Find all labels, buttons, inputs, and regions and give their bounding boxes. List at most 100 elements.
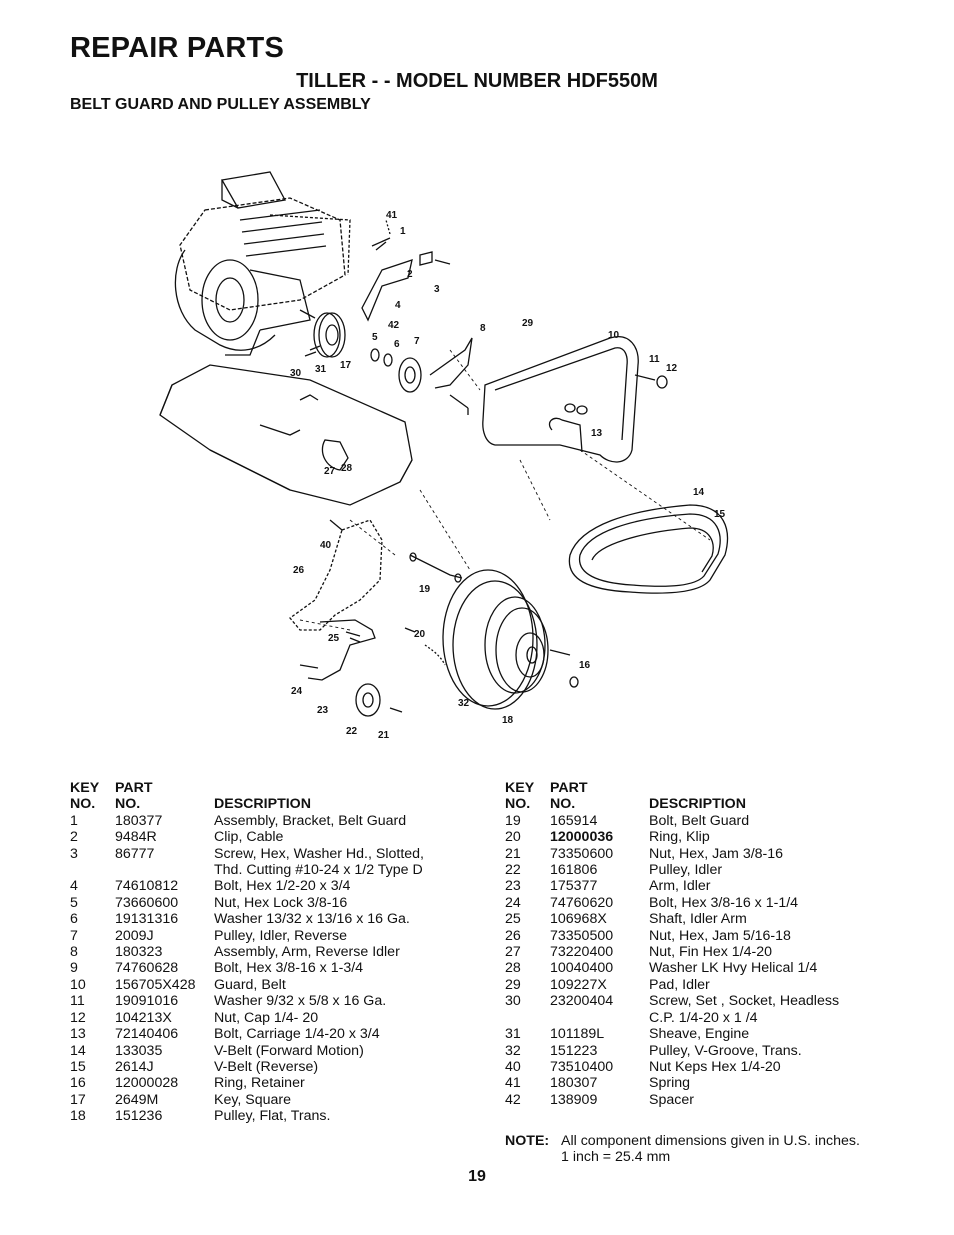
part-number: 156705X428 — [115, 976, 196, 993]
part-description: Pulley, V-Groove, Trans. — [649, 1043, 925, 1059]
part-number: 138909 — [550, 1091, 598, 1108]
description-line: Washer 9/32 x 5/8 x 16 Ga. — [214, 993, 387, 1010]
callout-41: 41 — [386, 210, 398, 221]
description-line: Bolt, Hex 3/8-16 x 1-3/4 — [214, 960, 364, 977]
callout-18: 18 — [502, 715, 514, 726]
part-number: 101189L — [550, 1026, 605, 1043]
description-line: Nut, Fin Hex 1/4-20 — [649, 944, 773, 961]
part-header: PART NO. — [115, 780, 153, 813]
engine-sheave — [304, 312, 346, 358]
description-line: Spring — [649, 1075, 691, 1092]
description-header: DESCRIPTION — [214, 796, 311, 813]
part-number: 12000028 — [115, 1075, 179, 1092]
part-description: Pulley, Idler — [649, 862, 925, 878]
model-subtitle: TILLER - - MODEL NUMBER HDF550M — [296, 70, 658, 92]
key-number: 24 — [505, 894, 521, 911]
description-line: Spacer — [649, 1091, 694, 1108]
key-number: 25 — [505, 911, 521, 928]
key-number: 30 — [505, 993, 521, 1010]
key-number: 42 — [505, 1091, 521, 1108]
part-number: 12000036 — [550, 829, 614, 846]
idler-arm-bracket — [289, 519, 463, 631]
callout-25: 25 — [328, 633, 340, 644]
part-description: Key, Square — [214, 1092, 490, 1108]
description-line: Pad, Idler — [649, 976, 710, 993]
callout-1: 1 — [400, 226, 406, 237]
reverse-idler-pulley — [370, 337, 473, 415]
callout-5: 5 — [372, 332, 378, 343]
part-number: 180307 — [550, 1075, 598, 1092]
key-number: 9 — [70, 960, 78, 977]
part-description: Ring, Retainer — [214, 1075, 490, 1091]
part-description: Bolt, Hex 3/8-16 x 1-1/4 — [649, 895, 925, 911]
section-heading: BELT GUARD AND PULLEY ASSEMBLY — [70, 96, 371, 113]
note-label: NOTE: — [505, 1133, 550, 1149]
part-number: 73350500 — [550, 927, 614, 944]
key-number: 19 — [505, 812, 521, 829]
callout-27: 27 — [324, 466, 336, 477]
key-number: 13 — [70, 1026, 86, 1043]
part-description: Shaft, Idler Arm — [649, 911, 925, 927]
part-number: 104213X — [115, 1009, 172, 1026]
callout-20: 20 — [414, 629, 426, 640]
part-number: 106968X — [550, 911, 607, 928]
part-description: Bolt, Hex 1/2-20 x 3/4 — [214, 878, 490, 894]
callout-40: 40 — [320, 540, 332, 551]
description-line: Pulley, Idler, Reverse — [214, 927, 347, 944]
table-header: KEY NO. PART NO. DESCRIPTION — [70, 780, 490, 813]
description-line: Washer 13/32 x 13/16 x 16 Ga. — [214, 911, 410, 928]
part-description: Washer LK Hvy Helical 1/4 — [649, 960, 925, 976]
belt-guard-bracket — [361, 219, 451, 322]
part-number: 73660600 — [115, 894, 179, 911]
part-number: 72140406 — [115, 1026, 179, 1043]
part-description: Nut, Hex, Jam 3/8-16 — [649, 846, 925, 862]
part-description: Assembly, Arm, Reverse Idler — [214, 944, 490, 960]
part-description: Pulley, Idler, Reverse — [214, 928, 490, 944]
key-number: 40 — [505, 1058, 521, 1075]
key-number: 20 — [505, 829, 521, 846]
part-description: Nut, Hex Lock 3/8-16 — [214, 895, 490, 911]
description-line: Nut, Hex Lock 3/8-16 — [214, 894, 348, 911]
part-description: Clip, Cable — [214, 829, 490, 845]
part-number: 151223 — [550, 1042, 598, 1059]
description-line: C.P. 1/4-20 x 1 /4 — [649, 1009, 758, 1026]
description-line: Nut, Hex, Jam 5/16-18 — [649, 927, 791, 944]
belt-guard — [482, 336, 668, 463]
table-row: 19 165914 Bolt, Belt Guard — [505, 813, 925, 829]
part-description: Assembly, Bracket, Belt Guard — [214, 813, 490, 829]
key-number: 28 — [505, 960, 521, 977]
callout-26: 26 — [293, 565, 305, 576]
key-number: 41 — [505, 1075, 521, 1092]
key-number: 23 — [505, 878, 521, 895]
page-title: REPAIR PARTS — [70, 32, 285, 64]
key-number: 7 — [70, 927, 78, 944]
part-number: 165914 — [550, 812, 598, 829]
callout-2: 2 — [407, 269, 413, 280]
callout-32: 32 — [458, 698, 470, 709]
description-line: Key, Square — [214, 1091, 292, 1108]
callout-7: 7 — [414, 336, 420, 347]
description-line: Bolt, Belt Guard — [649, 812, 750, 829]
description-line: Bolt, Hex 3/8-16 x 1-1/4 — [649, 894, 799, 911]
description-line: Guard, Belt — [214, 976, 286, 993]
key-number: 2 — [70, 829, 78, 846]
callout-13: 13 — [591, 428, 603, 439]
engine-illustration — [174, 171, 351, 356]
part-description: Nut Keps Hex 1/4-20 — [649, 1059, 925, 1075]
table-row: 25 106968X Shaft, Idler Arm — [505, 911, 925, 927]
key-number: 12 — [70, 1009, 86, 1026]
part-header: PART NO. — [550, 780, 588, 813]
